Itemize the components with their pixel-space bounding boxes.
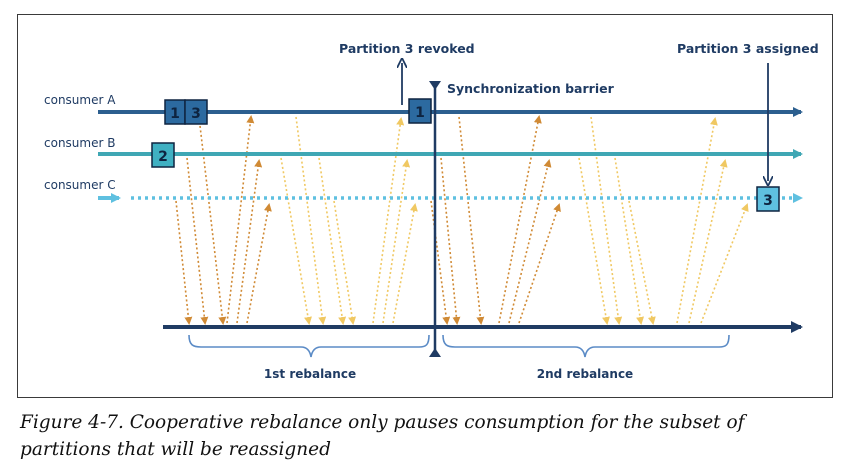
sync-barrier-top-marker xyxy=(429,81,441,90)
partition-box-c-3: 3 xyxy=(756,186,780,212)
message-arrow xyxy=(700,203,749,324)
consumer-b-label: consumer B xyxy=(44,136,115,150)
message-arrow xyxy=(372,117,405,324)
second-rebalance-bracket xyxy=(442,334,730,358)
message-arrow xyxy=(628,200,656,325)
figure-frame: consumer A consumer B consumer C 1 3 2 1… xyxy=(17,14,833,398)
svg-text:1: 1 xyxy=(415,105,425,121)
message-arrow xyxy=(186,157,209,325)
message-arrow xyxy=(676,117,718,324)
message-arrow xyxy=(382,159,411,324)
svg-text:3: 3 xyxy=(191,106,201,122)
partition-assigned-label: Partition 3 assigned xyxy=(677,41,819,56)
sync-barrier-bottom-marker xyxy=(429,348,441,357)
svg-text:2: 2 xyxy=(158,149,168,165)
message-arrow xyxy=(246,203,272,324)
message-arrow xyxy=(578,157,610,325)
message-arrow xyxy=(430,200,451,325)
second-rebalance-label: 2nd rebalance xyxy=(537,367,633,381)
message-arrows xyxy=(175,115,749,325)
first-rebalance-label: 1st rebalance xyxy=(264,367,356,381)
svg-text:3: 3 xyxy=(763,193,773,209)
sync-barrier-label: Synchronization barrier xyxy=(447,81,615,96)
message-arrow xyxy=(518,203,561,324)
first-rebalance-bracket xyxy=(188,334,430,358)
message-arrow xyxy=(175,200,193,325)
message-arrow xyxy=(440,157,461,325)
message-arrow xyxy=(295,116,327,325)
message-arrow xyxy=(318,157,347,325)
svg-text:1: 1 xyxy=(170,106,180,122)
figure-caption: Figure 4-7. Cooperative rebalance only p… xyxy=(20,412,745,460)
message-arrow xyxy=(590,116,623,325)
partition-box-b-2: 2 xyxy=(151,142,175,168)
message-arrow xyxy=(614,157,645,325)
message-arrow xyxy=(333,200,357,325)
message-arrow xyxy=(392,203,418,324)
partition-box-a-3: 3 xyxy=(184,99,208,125)
message-arrow xyxy=(688,159,728,324)
message-arrow xyxy=(226,115,255,324)
rebalance-diagram: consumer A consumer B consumer C 1 3 2 1… xyxy=(44,41,819,381)
message-arrow xyxy=(498,115,542,324)
consumer-c-label: consumer C xyxy=(44,178,116,192)
partition-box-a-1-after: 1 xyxy=(408,98,432,124)
partition-revoked-label: Partition 3 revoked xyxy=(339,41,475,56)
message-arrow xyxy=(458,116,485,325)
message-arrow xyxy=(236,159,263,324)
message-arrow xyxy=(198,116,227,325)
message-arrow xyxy=(280,157,312,325)
consumer-a-label: consumer A xyxy=(44,93,116,107)
message-arrow xyxy=(508,159,552,324)
partition-box-a-1: 1 xyxy=(164,99,186,125)
